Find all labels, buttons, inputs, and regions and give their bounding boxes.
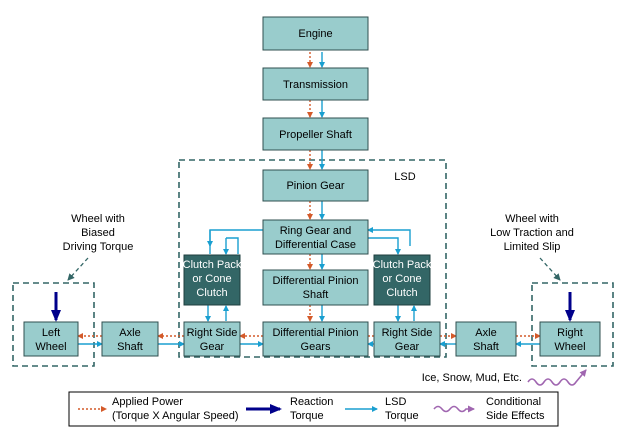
left-wheel-box: Left Wheel	[23, 321, 79, 357]
engine-label: Engine	[298, 28, 332, 40]
conditional-effect-arrow	[527, 369, 587, 386]
legend-lsd-line2: Torque	[385, 410, 419, 422]
pinion-gear-box: Pinion Gear	[262, 169, 369, 202]
lsd-arrow	[367, 227, 411, 246]
side-gear-right-label-line1: Right Side	[382, 327, 433, 339]
callout-arrow	[67, 257, 89, 281]
low-traction-note-line1: Wheel with	[505, 213, 559, 225]
propeller-shaft-box: Propeller Shaft	[262, 117, 369, 151]
clutch-pack-left-box: Clutch Pack or Cone Clutch	[183, 254, 242, 306]
legend-lsd-line1: LSD	[385, 396, 406, 408]
axle-shaft-right-box: Axle Shaft	[455, 321, 517, 357]
conditions-note: Ice, Snow, Mud, Etc.	[422, 372, 522, 384]
diff-pinion-shaft-label-line1: Differential Pinion	[272, 275, 358, 287]
clutch-pack-right-box: Clutch Pack or Cone Clutch	[373, 254, 432, 306]
clutch-left-label-line3: Clutch	[196, 287, 227, 299]
right-wheel-label-line1: Right	[557, 327, 583, 339]
diff-pinion-shaft-label-line2: Shaft	[303, 289, 329, 301]
propeller-shaft-label: Propeller Shaft	[279, 129, 352, 141]
pinion-gear-label: Pinion Gear	[286, 180, 344, 192]
diff-pinion-gears-label-line1: Differential Pinion	[272, 327, 358, 339]
low-traction-note-line3: Limited Slip	[504, 241, 561, 253]
low-traction-note-line2: Low Traction and	[490, 227, 574, 239]
right-side-gear-left-box: Right Side Gear	[183, 321, 241, 357]
ring-gear-label-line1: Ring Gear and	[280, 225, 352, 237]
biased-wheel-note-line3: Driving Torque	[63, 241, 134, 253]
legend-frame	[68, 391, 559, 427]
diff-pinion-gears-box: Differential Pinion Gears	[262, 321, 369, 357]
lsd-arrow	[368, 237, 401, 255]
lsd-label: LSD	[394, 171, 415, 183]
axle-right-label-line1: Axle	[475, 327, 496, 339]
biased-wheel-note-line1: Wheel with	[71, 213, 125, 225]
legend-conditional-line1: Conditional	[486, 396, 541, 408]
transmission-box: Transmission	[262, 67, 369, 101]
ring-gear-box: Ring Gear and Differential Case	[262, 219, 369, 255]
side-gear-left-label-line1: Right Side	[187, 327, 238, 339]
clutch-right-label-line3: Clutch	[386, 287, 417, 299]
callout-arrow	[539, 257, 561, 281]
legend-conditional-line2: Side Effects	[486, 410, 545, 422]
legend: Applied Power (Torque X Angular Speed) R…	[68, 391, 559, 427]
left-wheel-region	[12, 282, 95, 367]
clutch-right-label-line1: Clutch Pack	[373, 259, 432, 271]
clutch-left-label-line1: Clutch Pack	[183, 259, 242, 271]
biased-wheel-note-line2: Biased	[81, 227, 115, 239]
right-wheel-box: Right Wheel	[539, 321, 601, 357]
axle-left-label-line2: Shaft	[117, 341, 143, 353]
left-wheel-label-line1: Left	[42, 327, 60, 339]
lsd-arrow	[226, 237, 239, 254]
right-side-gear-right-box: Right Side Gear	[373, 321, 441, 357]
lsd-region	[178, 159, 447, 358]
legend-reaction-line2: Torque	[290, 410, 324, 422]
engine-box: Engine	[262, 16, 369, 51]
right-wheel-region	[531, 282, 614, 367]
left-wheel-label-line2: Wheel	[35, 341, 66, 353]
right-wheel-label-line2: Wheel	[554, 341, 585, 353]
ring-gear-label-line2: Differential Case	[275, 239, 356, 251]
axle-right-label-line2: Shaft	[473, 341, 499, 353]
clutch-right-label-line2: or Cone	[382, 273, 421, 285]
side-gear-left-label-line2: Gear	[200, 341, 225, 353]
axle-shaft-left-box: Axle Shaft	[101, 321, 159, 357]
diff-pinion-gears-label-line2: Gears	[301, 341, 331, 353]
diff-pinion-shaft-box: Differential Pinion Shaft	[262, 269, 369, 306]
legend-power-line2: (Torque X Angular Speed)	[112, 410, 239, 422]
side-gear-right-label-line2: Gear	[395, 341, 420, 353]
legend-conditional-swatch	[433, 405, 475, 413]
clutch-left-label-line2: or Cone	[192, 273, 231, 285]
axle-left-label-line1: Axle	[119, 327, 140, 339]
transmission-label: Transmission	[283, 79, 348, 91]
legend-power-line1: Applied Power	[112, 396, 183, 408]
legend-reaction-line1: Reaction	[290, 396, 333, 408]
